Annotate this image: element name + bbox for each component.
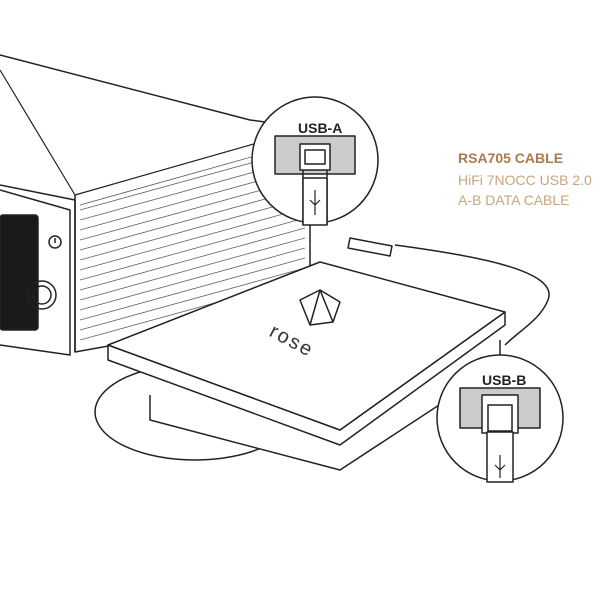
usb-cable xyxy=(347,237,550,346)
display-screen xyxy=(0,214,39,331)
volume-knob xyxy=(27,280,57,310)
usb-b-callout xyxy=(436,354,564,483)
rose-logo xyxy=(299,289,341,326)
cable-description-line2: A-B DATA CABLE xyxy=(458,192,570,208)
cable-description-line1: HiFi 7NOCC USB 2.0 xyxy=(458,172,592,188)
power-icon xyxy=(48,235,62,249)
usb-icon xyxy=(494,455,506,478)
streamer-device xyxy=(0,54,311,356)
usb-icon xyxy=(309,190,321,215)
cable-title: RSA705 CABLE xyxy=(458,150,564,166)
cd-drive xyxy=(107,261,506,471)
usb-b-label: USB-B xyxy=(482,372,527,388)
usb-a-callout xyxy=(251,96,379,226)
usb-a-label: USB-A xyxy=(298,120,343,136)
